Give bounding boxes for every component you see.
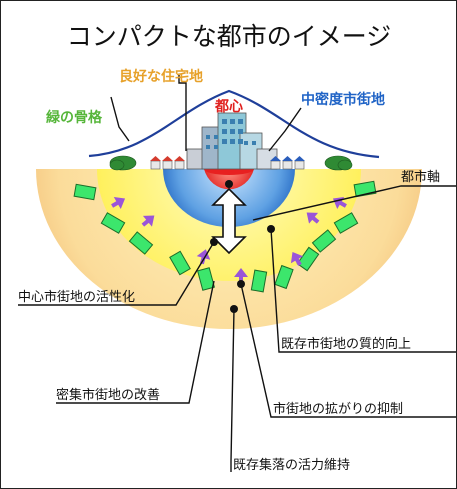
- central-buildings: [109, 112, 353, 171]
- label-shuraku: 既存集落の活力維持: [233, 457, 350, 473]
- label-midori: 緑の骨格: [46, 109, 103, 126]
- label-ryoko: 良好な住宅地: [119, 68, 203, 85]
- label-toshijiku: 都市軸: [401, 169, 440, 185]
- urban-axis-arrow: [211, 187, 247, 255]
- label-kison: 既存市街地の質的向上: [281, 336, 411, 352]
- green-blocks: [73, 180, 377, 293]
- page-title: コンパクトな都市のイメージ: [67, 22, 392, 51]
- label-hirogari: 市街地の拡がりの抑制: [273, 401, 403, 417]
- label-toshin: 都心: [214, 99, 243, 115]
- label-chumitsudo: 中密度市街地: [301, 91, 385, 108]
- label-chushin: 中心市街地の活性化: [18, 289, 135, 305]
- label-misshu: 密集市街地の改善: [56, 387, 160, 403]
- leader-lines: [18, 75, 456, 472]
- density-curve: [88, 89, 380, 159]
